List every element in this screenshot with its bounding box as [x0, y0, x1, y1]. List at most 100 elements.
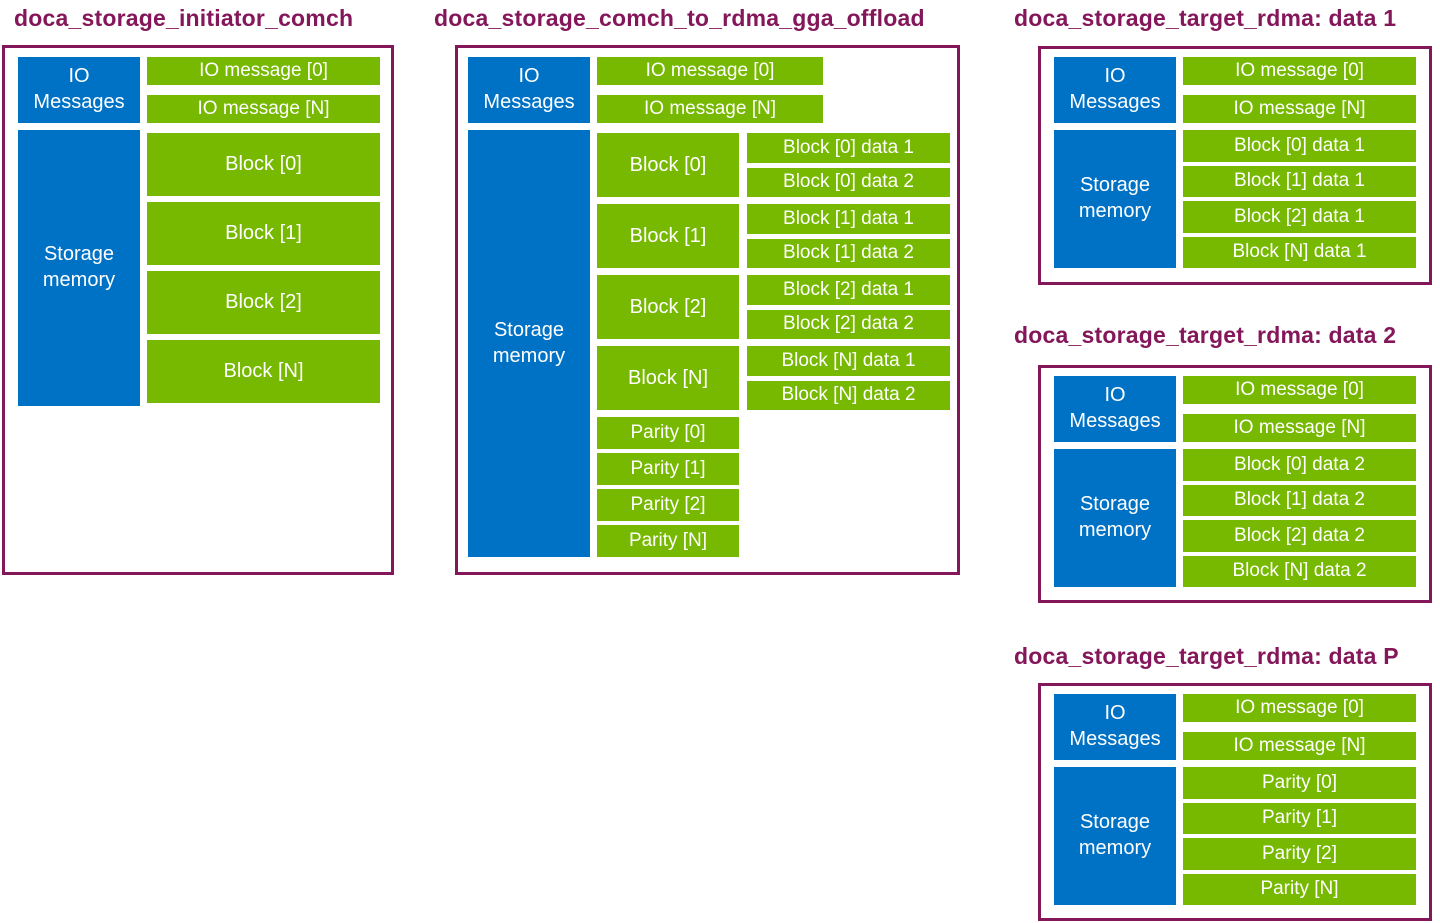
block-data-list: Block [0] data 1 Block [1] data 1 Block … — [1183, 130, 1416, 268]
io-message-item: IO message [0] — [147, 57, 380, 85]
block-data-list: Block [2] data 1 Block [2] data 2 — [747, 275, 950, 339]
storage-memory-label: Storage memory — [1078, 174, 1152, 222]
io-messages-box: IO Messages — [1054, 376, 1176, 442]
io-messages-box: IO Messages — [468, 57, 590, 123]
block-item: Block [1] — [597, 204, 739, 268]
storage-memory-label: Storage memory — [1078, 811, 1152, 859]
block-data-item: Block [N] data 1 — [1183, 236, 1416, 268]
parity-item: Parity [N] — [597, 525, 739, 557]
io-row: IO Messages IO message [0] IO message [N… — [1054, 376, 1416, 442]
io-messages-label: IO Messages — [33, 65, 125, 113]
block-list: Block [0] Block [1] Block [2] Block [N] — [147, 130, 380, 406]
io-messages-label: IO Messages — [1069, 65, 1161, 113]
io-message-list: IO message [0] IO message [N] — [1183, 57, 1416, 123]
block-data-list: Block [N] data 1 Block [N] data 2 — [747, 346, 950, 410]
block-data-item: Block [0] data 2 — [1183, 449, 1416, 481]
io-row: IO Messages IO message [0] IO message [N… — [1054, 694, 1416, 760]
parity-list: Parity [0] Parity [1] Parity [2] Parity … — [1183, 767, 1416, 905]
storage-memory-box: Storage memory — [1054, 449, 1176, 587]
parity-list: Parity [0] Parity [1] Parity [2] Parity … — [597, 417, 950, 557]
block-data-list: Block [0] data 1 Block [0] data 2 — [747, 133, 950, 197]
parity-item: Parity [0] — [597, 417, 739, 449]
io-message-item: IO message [N] — [147, 95, 380, 123]
block-data-list: Block [1] data 1 Block [1] data 2 — [747, 204, 950, 268]
io-messages-label: IO Messages — [1069, 384, 1161, 432]
panel-title-target-rdma-data-2: doca_storage_target_rdma: data 2 — [1014, 322, 1397, 348]
parity-item: Parity [2] — [1183, 838, 1416, 870]
io-messages-box: IO Messages — [1054, 57, 1176, 123]
storage-row: Storage memory Block [0] Block [1] Block… — [18, 130, 380, 406]
storage-memory-label: Storage memory — [1078, 493, 1152, 541]
block-row: Block [0] Block [0] data 1 Block [0] dat… — [597, 133, 950, 197]
io-message-item: IO message [0] — [1183, 57, 1416, 85]
parity-item: Parity [1] — [597, 453, 739, 485]
storage-row: Storage memory Parity [0] Parity [1] Par… — [1054, 767, 1416, 905]
storage-memory-label: Storage memory — [492, 318, 566, 367]
block-data-item: Block [2] data 1 — [1183, 201, 1416, 233]
io-messages-label: IO Messages — [483, 65, 575, 113]
block-data-item: Block [1] data 2 — [747, 238, 950, 268]
block-item: Block [N] — [147, 340, 380, 403]
panel-comch-to-rdma-gga-offload: IO Messages IO message [0] IO message [N… — [455, 45, 960, 575]
parity-item: Parity [N] — [1183, 873, 1416, 905]
io-message-item: IO message [N] — [1183, 95, 1416, 123]
block-data-item: Block [1] data 2 — [1183, 484, 1416, 516]
block-data-item: Block [0] data 1 — [1183, 130, 1416, 162]
io-message-item: IO message [N] — [597, 95, 823, 123]
block-and-parity-column: Block [0] Block [0] data 1 Block [0] dat… — [597, 130, 950, 557]
storage-memory-box: Storage memory — [1054, 130, 1176, 268]
io-row: IO Messages IO message [0] IO message [N… — [1054, 57, 1416, 123]
block-row: Block [2] Block [2] data 1 Block [2] dat… — [597, 275, 950, 339]
block-data-item: Block [N] data 2 — [747, 380, 950, 410]
block-row: Block [N] Block [N] data 1 Block [N] dat… — [597, 346, 950, 410]
block-item: Block [N] — [597, 346, 739, 410]
panel-title-target-rdma-data-1: doca_storage_target_rdma: data 1 — [1014, 5, 1397, 31]
storage-memory-label: Storage memory — [42, 243, 116, 291]
storage-row: Storage memory Block [0] data 1 Block [1… — [1054, 130, 1416, 268]
block-data-item: Block [1] data 1 — [747, 204, 950, 234]
parity-item: Parity [2] — [597, 489, 739, 521]
io-messages-box: IO Messages — [18, 57, 140, 123]
io-message-item: IO message [0] — [1183, 376, 1416, 404]
io-row: IO Messages IO message [0] IO message [N… — [18, 57, 380, 123]
panel-title-comch-to-rdma-gga-offload: doca_storage_comch_to_rdma_gga_offload — [434, 5, 925, 31]
storage-row: Storage memory Block [0] Block [0] data … — [468, 130, 950, 557]
block-data-item: Block [1] data 1 — [1183, 165, 1416, 197]
panel-target-rdma-data-2: IO Messages IO message [0] IO message [N… — [1038, 365, 1432, 603]
block-item: Block [0] — [147, 133, 380, 196]
block-data-item: Block [0] data 2 — [747, 167, 950, 197]
io-messages-label: IO Messages — [1069, 702, 1161, 750]
block-item: Block [2] — [147, 271, 380, 334]
block-item: Block [0] — [597, 133, 739, 197]
block-data-item: Block [2] data 2 — [747, 309, 950, 339]
io-message-item: IO message [N] — [1183, 732, 1416, 760]
io-message-list: IO message [0] IO message [N] — [1183, 376, 1416, 442]
block-item: Block [2] — [597, 275, 739, 339]
io-messages-box: IO Messages — [1054, 694, 1176, 760]
block-data-item: Block [N] data 1 — [747, 346, 950, 376]
block-data-item: Block [0] data 1 — [747, 133, 950, 163]
block-data-item: Block [N] data 2 — [1183, 555, 1416, 587]
storage-memory-box: Storage memory — [18, 130, 140, 406]
block-item: Block [1] — [147, 202, 380, 265]
panel-title-target-rdma-data-p: doca_storage_target_rdma: data P — [1014, 643, 1399, 669]
storage-row: Storage memory Block [0] data 2 Block [1… — [1054, 449, 1416, 587]
panel-title-initiator-comch: doca_storage_initiator_comch — [14, 5, 354, 31]
io-row: IO Messages IO message [0] IO message [N… — [468, 57, 950, 123]
panel-target-rdma-data-1: IO Messages IO message [0] IO message [N… — [1038, 46, 1432, 285]
storage-memory-box: Storage memory — [1054, 767, 1176, 905]
block-data-item: Block [2] data 1 — [747, 275, 950, 305]
parity-item: Parity [0] — [1183, 767, 1416, 799]
block-data-list: Block [0] data 2 Block [1] data 2 Block … — [1183, 449, 1416, 587]
io-message-list: IO message [0] IO message [N] — [1183, 694, 1416, 760]
io-message-list: IO message [0] IO message [N] — [597, 57, 823, 123]
parity-item: Parity [1] — [1183, 802, 1416, 834]
storage-memory-box: Storage memory — [468, 130, 590, 557]
block-row: Block [1] Block [1] data 1 Block [1] dat… — [597, 204, 950, 268]
io-message-list: IO message [0] IO message [N] — [147, 57, 380, 123]
io-message-item: IO message [N] — [1183, 414, 1416, 442]
io-message-item: IO message [0] — [597, 57, 823, 85]
io-message-item: IO message [0] — [1183, 694, 1416, 722]
block-data-item: Block [2] data 2 — [1183, 520, 1416, 552]
panel-target-rdma-data-p: IO Messages IO message [0] IO message [N… — [1038, 683, 1432, 921]
